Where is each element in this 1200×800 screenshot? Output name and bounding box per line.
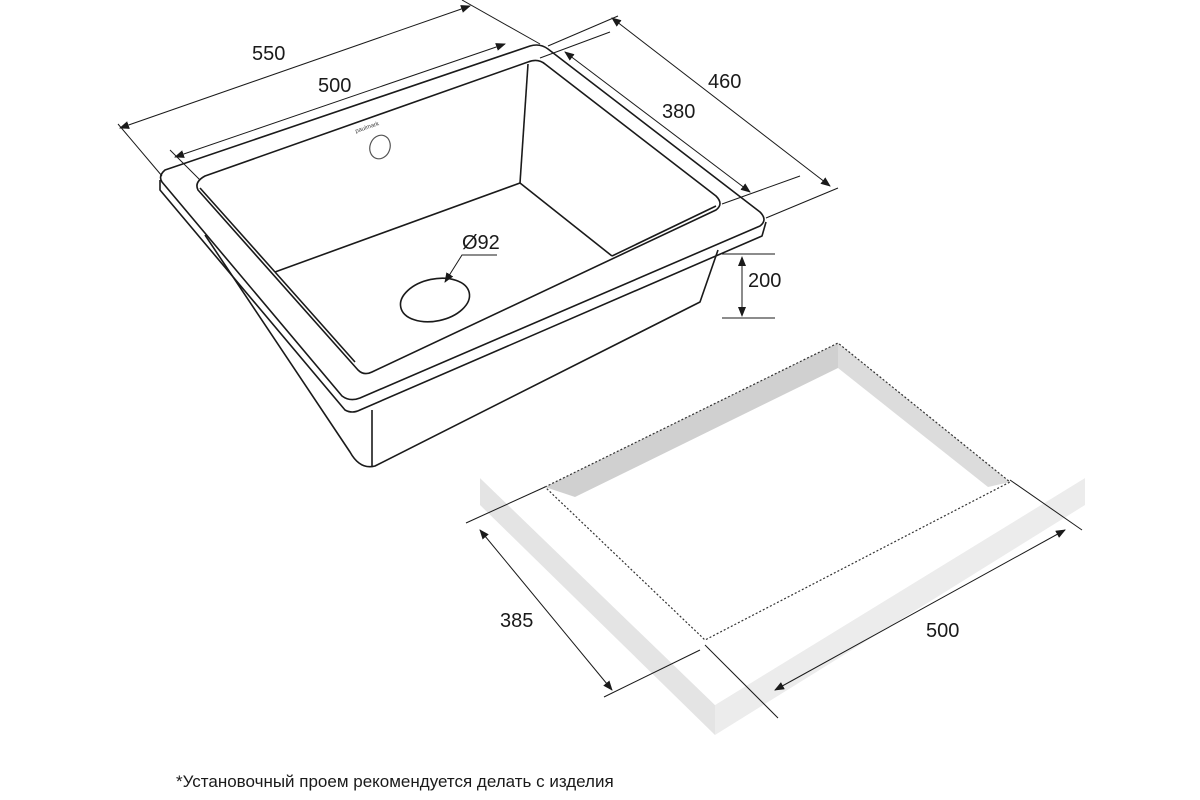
dim-cutout-width: 500: [926, 620, 959, 642]
drain-hole: [399, 277, 471, 323]
dim-outer-width: 550: [252, 43, 285, 65]
overflow-hole: [369, 134, 391, 160]
sink-body: [204, 234, 719, 468]
countertop-drawing: [480, 300, 1085, 735]
sink-rim-top: [159, 44, 765, 401]
footnote: *Установочный проем рекомендуется делать…: [176, 772, 614, 791]
cutout-floor: [545, 343, 1010, 640]
cutout-outline: [543, 342, 1012, 641]
dim-outer-depth: 460: [708, 71, 741, 93]
cutout-dimensions: [465, 479, 1083, 719]
sink-rim-edge: [159, 180, 767, 413]
dim-cutout-depth: 385: [500, 610, 533, 632]
dim-bowl-depth: 380: [662, 101, 695, 123]
dim-bowl-height: 200: [748, 270, 781, 292]
sink-logo: paulmark: [355, 121, 381, 135]
cutout-wall-back-right: [838, 343, 1010, 487]
cutout-wall-back-left: [545, 343, 838, 497]
sink-dimensions: [117, 0, 839, 319]
dim-bowl-width: 500: [318, 75, 351, 97]
sink-bowl-opening: [196, 59, 721, 375]
dim-drain: Ø92: [462, 232, 500, 254]
